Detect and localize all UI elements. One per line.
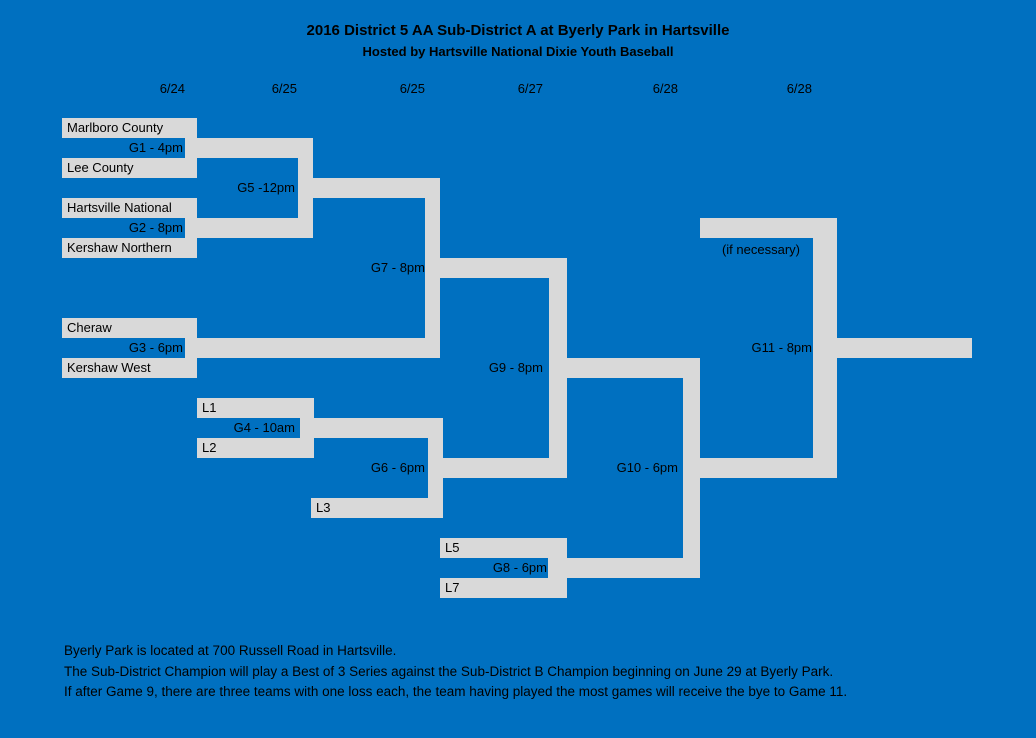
g11-top-bar xyxy=(700,218,837,238)
g9-winner-bar xyxy=(567,358,700,378)
g10-winner-bar xyxy=(700,458,837,478)
footer-note-location: Byerly Park is located at 700 Russell Ro… xyxy=(64,643,397,658)
game-label-g10: G10 - 6pm xyxy=(616,460,678,475)
team-box-hartsville-national: Hartsville National xyxy=(62,198,197,218)
g11-vertical-connector xyxy=(813,218,837,478)
champion-line xyxy=(837,338,972,358)
g8-connector-bar xyxy=(548,558,700,578)
date-column-5: 6/28 xyxy=(652,81,678,96)
footer-note-champion-series: The Sub-District Champion will play a Be… xyxy=(64,664,834,679)
date-column-4: 6/27 xyxy=(517,81,543,96)
team-box-kershaw-west: Kershaw West xyxy=(62,358,197,378)
footer-note-tiebreaker: If after Game 9, there are three teams w… xyxy=(64,684,848,699)
team-box-lee-county: Lee County xyxy=(62,158,197,178)
page-title: 2016 District 5 AA Sub-District A at Bye… xyxy=(306,22,730,39)
g2-connector-bar xyxy=(185,218,313,238)
game-label-g9: G9 - 8pm xyxy=(488,360,543,375)
loser-slot-l5: L5 xyxy=(440,538,567,558)
game-label-g3: G3 - 6pm xyxy=(128,340,183,355)
team-box-cheraw: Cheraw xyxy=(62,318,197,338)
loser-slot-l3: L3 xyxy=(311,498,440,518)
game-label-g11: G11 - 8pm xyxy=(751,340,812,355)
g4-connector-bar xyxy=(300,418,443,438)
game-label-g5: G5 -12pm xyxy=(237,180,295,195)
team-box-kershaw-northern: Kershaw Northern xyxy=(62,238,197,258)
g3-connector-bar xyxy=(185,338,440,358)
g7-vertical-connector xyxy=(425,178,440,358)
g6-vertical-connector xyxy=(428,418,443,518)
game-label-g2: G2 - 8pm xyxy=(128,220,183,235)
g7-winner-bar xyxy=(440,258,567,278)
loser-slot-l2: L2 xyxy=(197,438,314,458)
loser-slot-l7: L7 xyxy=(440,578,567,598)
g1-connector-bar xyxy=(185,138,313,158)
game-label-g4: G4 - 10am xyxy=(233,420,295,435)
date-column-1: 6/24 xyxy=(159,81,185,96)
g10-vertical-connector xyxy=(683,358,700,578)
g6-winner-bar xyxy=(443,458,567,478)
g5-winner-bar xyxy=(313,178,440,198)
game-label-g7: G7 - 8pm xyxy=(370,260,425,275)
date-column-6: 6/28 xyxy=(786,81,812,96)
if-necessary-note: (if necessary) xyxy=(721,242,800,257)
page-subtitle: Hosted by Hartsville National Dixie Yout… xyxy=(362,44,674,59)
loser-slot-l1: L1 xyxy=(197,398,314,418)
date-column-2: 6/25 xyxy=(271,81,297,96)
game-label-g6: G6 - 6pm xyxy=(370,460,425,475)
g9-vertical-connector xyxy=(549,258,567,478)
g5-vertical-connector xyxy=(298,138,313,238)
game-label-g8: G8 - 6pm xyxy=(492,560,547,575)
team-box-marlboro-county: Marlboro County xyxy=(62,118,197,138)
date-column-3: 6/25 xyxy=(399,81,425,96)
game-label-g1: G1 - 4pm xyxy=(128,140,183,155)
